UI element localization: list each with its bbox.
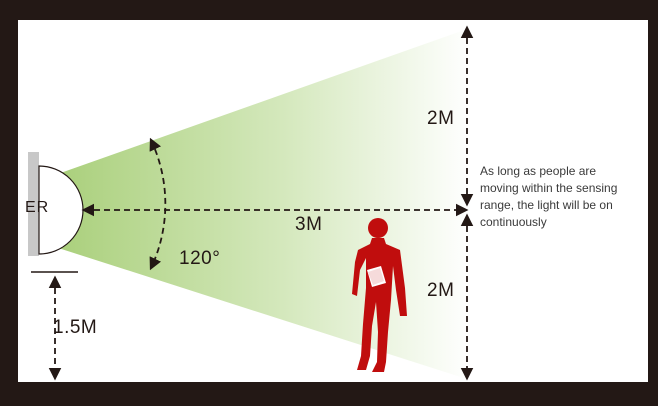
upper-range-label: 2M [427, 108, 455, 129]
mount-height-label: 1.5M [53, 317, 98, 338]
note-line: moving within the sensing [480, 181, 618, 195]
person-silhouette-icon [352, 218, 407, 372]
sensing-note: As long as people are moving within the … [480, 163, 656, 231]
sensor-mounting-plate [28, 152, 39, 256]
note-line: As long as people are [480, 164, 597, 178]
angle-label: 120° [179, 248, 221, 269]
distance-label: 3M [295, 214, 323, 235]
lower-range-label: 2M [427, 280, 455, 301]
note-line: range, the light will be on [480, 198, 613, 212]
sensor-label: ER [25, 199, 50, 216]
angle-arc [149, 137, 167, 271]
note-line: continuously [480, 215, 547, 229]
